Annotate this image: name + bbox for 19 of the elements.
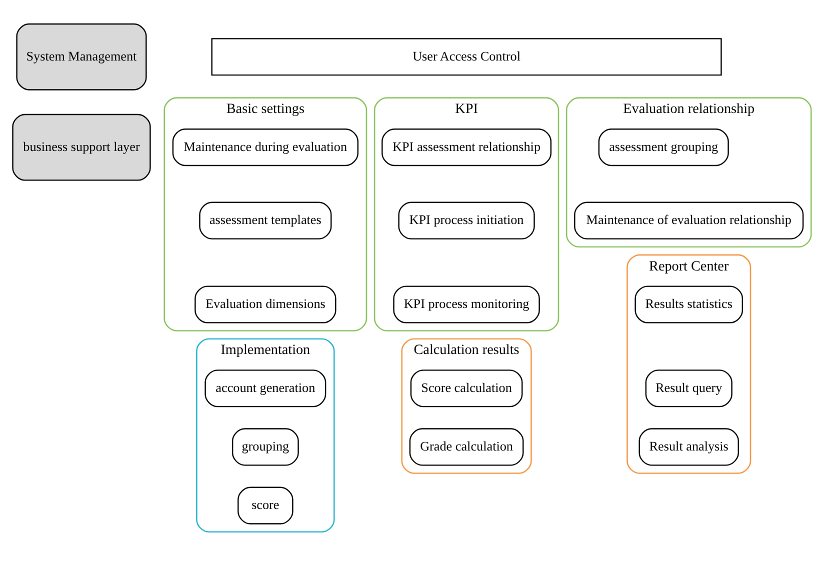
node-box: Results statistics — [634, 285, 744, 323]
node-box: Evaluation dimensions — [194, 285, 336, 323]
node-box: System Management — [16, 22, 147, 90]
node-box: Result analysis — [638, 428, 739, 466]
node-box: assessment grouping — [598, 128, 729, 166]
node-box: Maintenance during evaluation — [172, 128, 358, 166]
node-box: Maintenance of evaluation relationship — [574, 201, 804, 239]
node-box: grouping — [232, 428, 299, 466]
node-box: KPI process monitoring — [393, 285, 540, 323]
node-box: Grade calculation — [409, 428, 524, 466]
node-box: KPI process initiation — [398, 201, 535, 239]
node-box: business support layer — [12, 113, 151, 180]
node-box: Result query — [645, 369, 732, 407]
node-box: User Access Control — [211, 38, 722, 76]
node-box: score — [238, 486, 294, 524]
node-box: assessment templates — [199, 201, 332, 239]
node-box: KPI assessment relationship — [382, 128, 552, 166]
node-box: Score calculation — [410, 369, 523, 407]
node-box: account generation — [204, 369, 326, 407]
